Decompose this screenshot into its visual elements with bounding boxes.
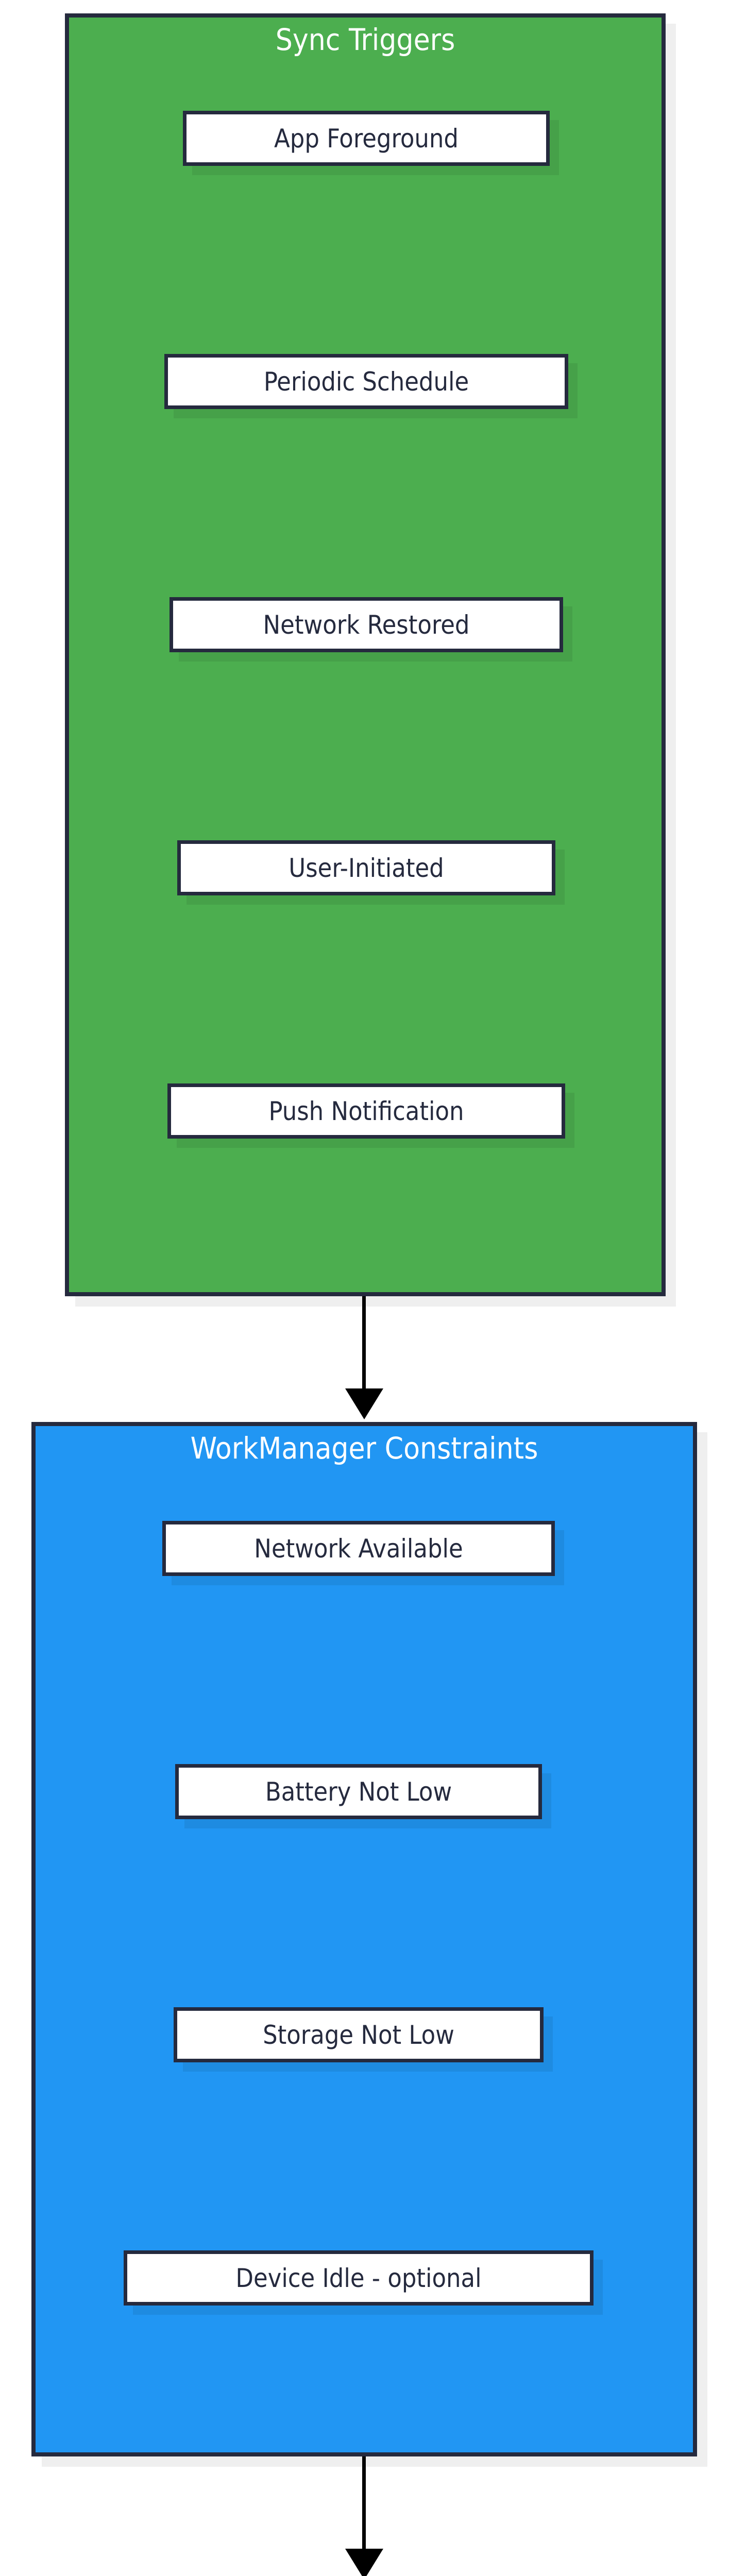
node-network-restored-label: Network Restored	[263, 609, 470, 640]
node-storage-not-low-label: Storage Not Low	[263, 2020, 454, 2050]
node-app-foreground[interactable]: App Foreground	[183, 111, 550, 166]
workmanager-constraints-cluster-title: WorkManager Constraints	[190, 1431, 538, 1466]
sync-triggers-cluster	[65, 13, 666, 1296]
sync-triggers-cluster-title: Sync Triggers	[275, 22, 455, 57]
node-network-available[interactable]: Network Available	[162, 1521, 555, 1576]
node-network-restored[interactable]: Network Restored	[169, 597, 563, 652]
edge-triggers-to-constraints-arrowhead	[345, 1388, 383, 1419]
node-network-available-label: Network Available	[254, 1533, 463, 1564]
node-periodic-schedule[interactable]: Periodic Schedule	[164, 354, 568, 409]
node-app-foreground-label: App Foreground	[274, 123, 459, 154]
node-push-notification[interactable]: Push Notification	[167, 1083, 565, 1139]
node-user-initiated[interactable]: User-Initiated	[177, 840, 555, 895]
edge-constraints-to-priority-arrowhead	[345, 2549, 383, 2576]
node-battery-not-low[interactable]: Battery Not Low	[175, 1764, 542, 1819]
node-user-initiated-label: User-Initiated	[289, 853, 444, 883]
node-battery-not-low-label: Battery Not Low	[265, 1776, 452, 1807]
node-periodic-schedule-label: Periodic Schedule	[263, 366, 469, 397]
node-push-notification-label: Push Notification	[268, 1096, 464, 1126]
edge-constraints-to-priority-line	[362, 2456, 366, 2552]
node-storage-not-low[interactable]: Storage Not Low	[174, 2007, 544, 2062]
node-device-idle[interactable]: Device Idle - optional	[124, 2250, 594, 2306]
edge-triggers-to-constraints-line	[362, 1296, 366, 1392]
node-device-idle-label: Device Idle - optional	[235, 2263, 482, 2293]
